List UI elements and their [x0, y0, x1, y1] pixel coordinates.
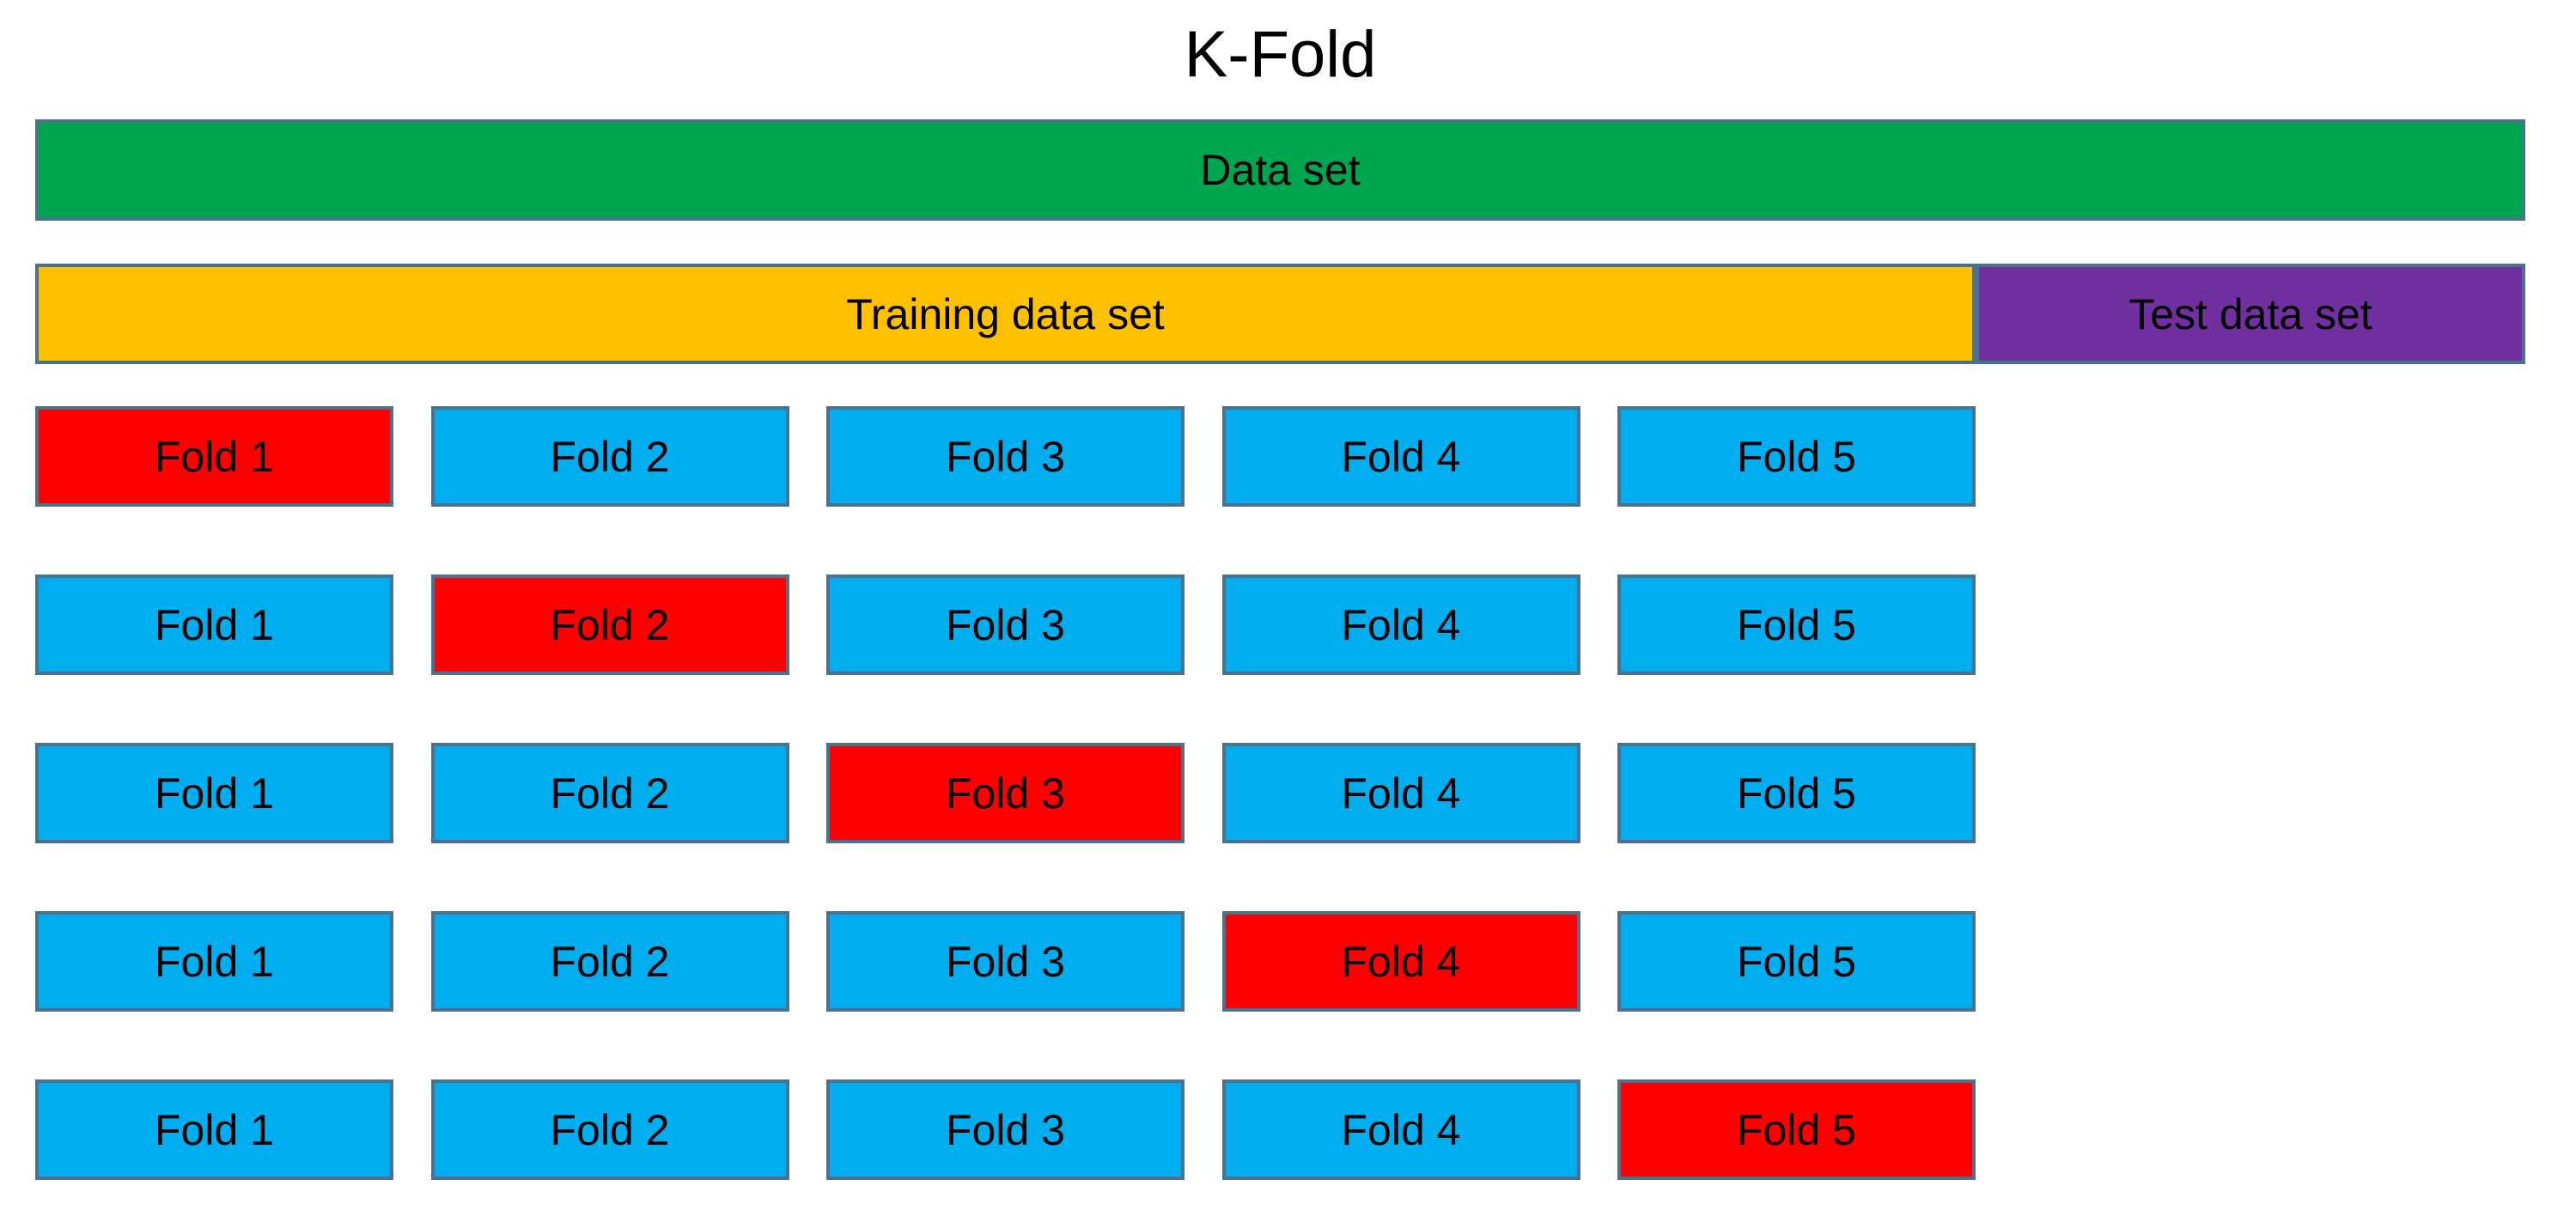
fold-box: Fold 5 [1617, 406, 1976, 507]
fold-row-5: Fold 1 Fold 2 Fold 3 Fold 4 Fold 5 [35, 1079, 1976, 1180]
fold-box: Fold 5 [1617, 1079, 1976, 1180]
fold-box: Fold 2 [430, 1079, 789, 1180]
fold-box: Fold 1 [35, 575, 393, 675]
test-data-bar-label: Test data set [2128, 289, 2372, 338]
fold-row-1: Fold 1 Fold 2 Fold 3 Fold 4 Fold 5 [35, 406, 1976, 507]
fold-box: Fold 4 [1221, 743, 1580, 843]
fold-box: Fold 1 [35, 406, 393, 507]
fold-row-2: Fold 1 Fold 2 Fold 3 Fold 4 Fold 5 [35, 575, 1976, 675]
fold-box: Fold 4 [1221, 575, 1580, 675]
fold-box: Fold 5 [1617, 575, 1976, 675]
fold-box: Fold 3 [826, 911, 1184, 1012]
dataset-bar: Data set [35, 119, 2525, 221]
training-data-bar-label: Training data set [846, 289, 1165, 338]
fold-box: Fold 5 [1617, 911, 1976, 1012]
fold-box: Fold 4 [1221, 1079, 1580, 1180]
fold-box: Fold 2 [430, 743, 789, 843]
fold-box: Fold 1 [35, 743, 393, 843]
fold-box: Fold 4 [1221, 911, 1580, 1012]
page-title: K-Fold [1184, 18, 1377, 91]
fold-box: Fold 1 [35, 911, 393, 1012]
fold-box: Fold 5 [1617, 743, 1976, 843]
fold-box: Fold 3 [826, 1079, 1184, 1180]
fold-row-3: Fold 1 Fold 2 Fold 3 Fold 4 Fold 5 [35, 743, 1976, 843]
fold-box: Fold 1 [35, 1079, 393, 1180]
training-data-bar: Training data set [35, 264, 1976, 364]
test-data-bar: Test data set [1976, 264, 2525, 364]
fold-box: Fold 2 [430, 911, 789, 1012]
fold-box: Fold 4 [1221, 406, 1580, 507]
fold-box: Fold 3 [826, 406, 1184, 507]
fold-box: Fold 3 [826, 743, 1184, 843]
fold-box: Fold 2 [430, 406, 789, 507]
fold-box: Fold 2 [430, 575, 789, 675]
fold-row-4: Fold 1 Fold 2 Fold 3 Fold 4 Fold 5 [35, 911, 1976, 1012]
fold-box: Fold 3 [826, 575, 1184, 675]
dataset-bar-label: Data set [1200, 146, 1361, 194]
